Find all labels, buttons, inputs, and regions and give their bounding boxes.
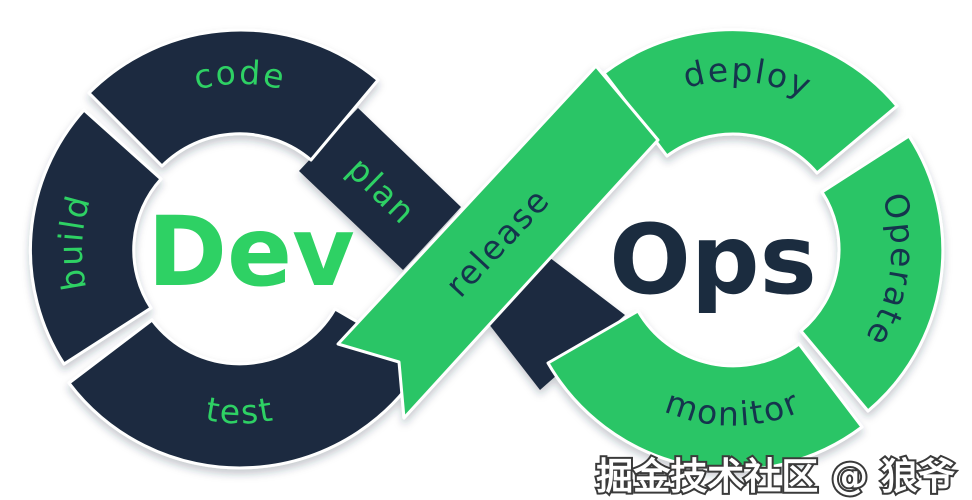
watermark-text: 掘金技术社区 @ 狼爷 [596,455,955,498]
ops-loop [336,28,945,472]
deploy-banner-segment [602,28,899,175]
infinity-loop [28,28,945,472]
build-arc-segment [28,108,163,366]
code-banner-segment [87,28,380,168]
plan-band-segment [299,108,461,270]
dev-title: Dev [147,196,354,308]
test-label: test [203,389,277,432]
monitor-banner-segment [546,309,864,472]
ops-title: Ops [609,204,816,316]
operate-arc-segment [799,134,945,413]
dev-loop [28,28,625,470]
release-ribbon [336,64,660,420]
